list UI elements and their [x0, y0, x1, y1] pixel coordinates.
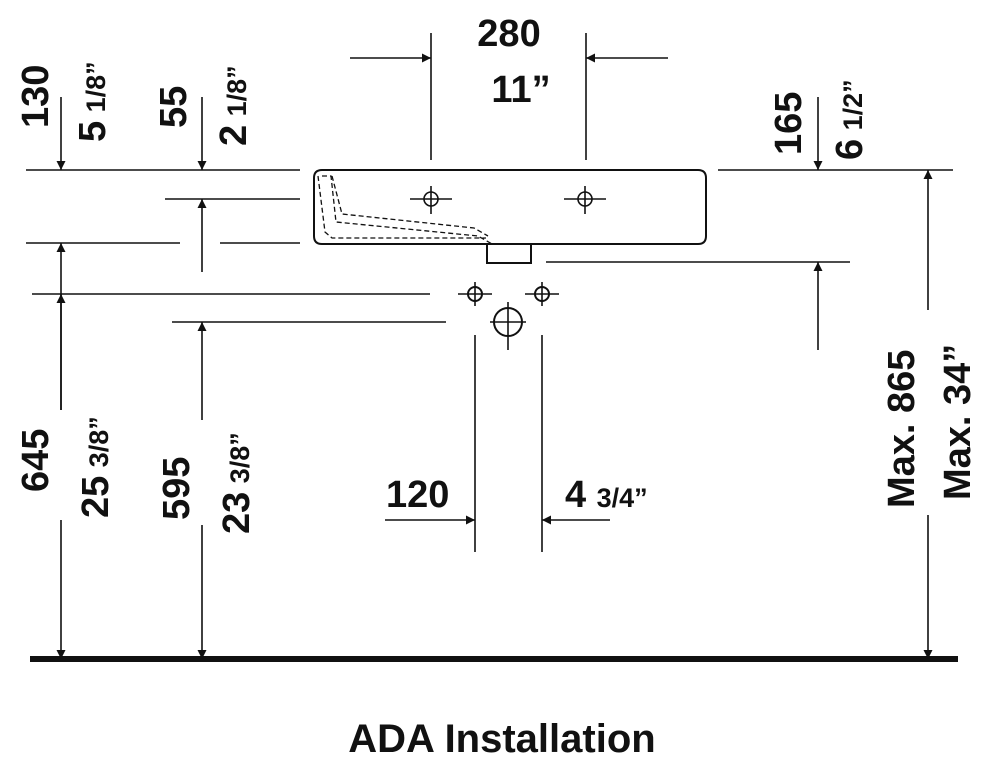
width-in-label: 11”: [491, 69, 550, 111]
extension-lines: [26, 33, 953, 552]
supply-height-in-label: 25 3/8”: [75, 416, 117, 518]
bowl-depth-in-label: 2 1/8”: [213, 65, 255, 146]
spacing-mm-label: 120: [386, 474, 449, 516]
tap-hole-left-icon: [410, 186, 452, 214]
spacing-in-label: 4 3/4”: [565, 474, 648, 516]
outlet-height-in-label: 6 1/2”: [829, 79, 871, 160]
overflow-outlet: [486, 243, 532, 264]
dimension-arrows: [56, 53, 933, 659]
max-height-mm-label: Max. 865: [881, 350, 923, 508]
drain-connection-icon: [490, 302, 526, 350]
drain-height-in-label: 23 3/8”: [216, 432, 258, 534]
top-height-in-label: 5 1/8”: [72, 61, 114, 142]
outlet-height-mm-label: 165: [768, 92, 810, 155]
width-mm-label: 280: [477, 13, 540, 55]
supply-height-mm-label: 645: [15, 429, 57, 492]
basin: [313, 169, 707, 264]
drain-height-mm-label: 595: [156, 457, 198, 520]
tap-hole-right-icon: [564, 186, 606, 214]
bowl-depth-mm-label: 55: [153, 86, 195, 128]
drawing-title: ADA Installation: [348, 717, 655, 761]
supply-connection-left-icon: [458, 282, 492, 306]
supply-connection-right-icon: [525, 282, 559, 306]
top-height-mm-label: 130: [15, 65, 57, 128]
max-height-in-label: Max. 34”: [937, 344, 979, 500]
